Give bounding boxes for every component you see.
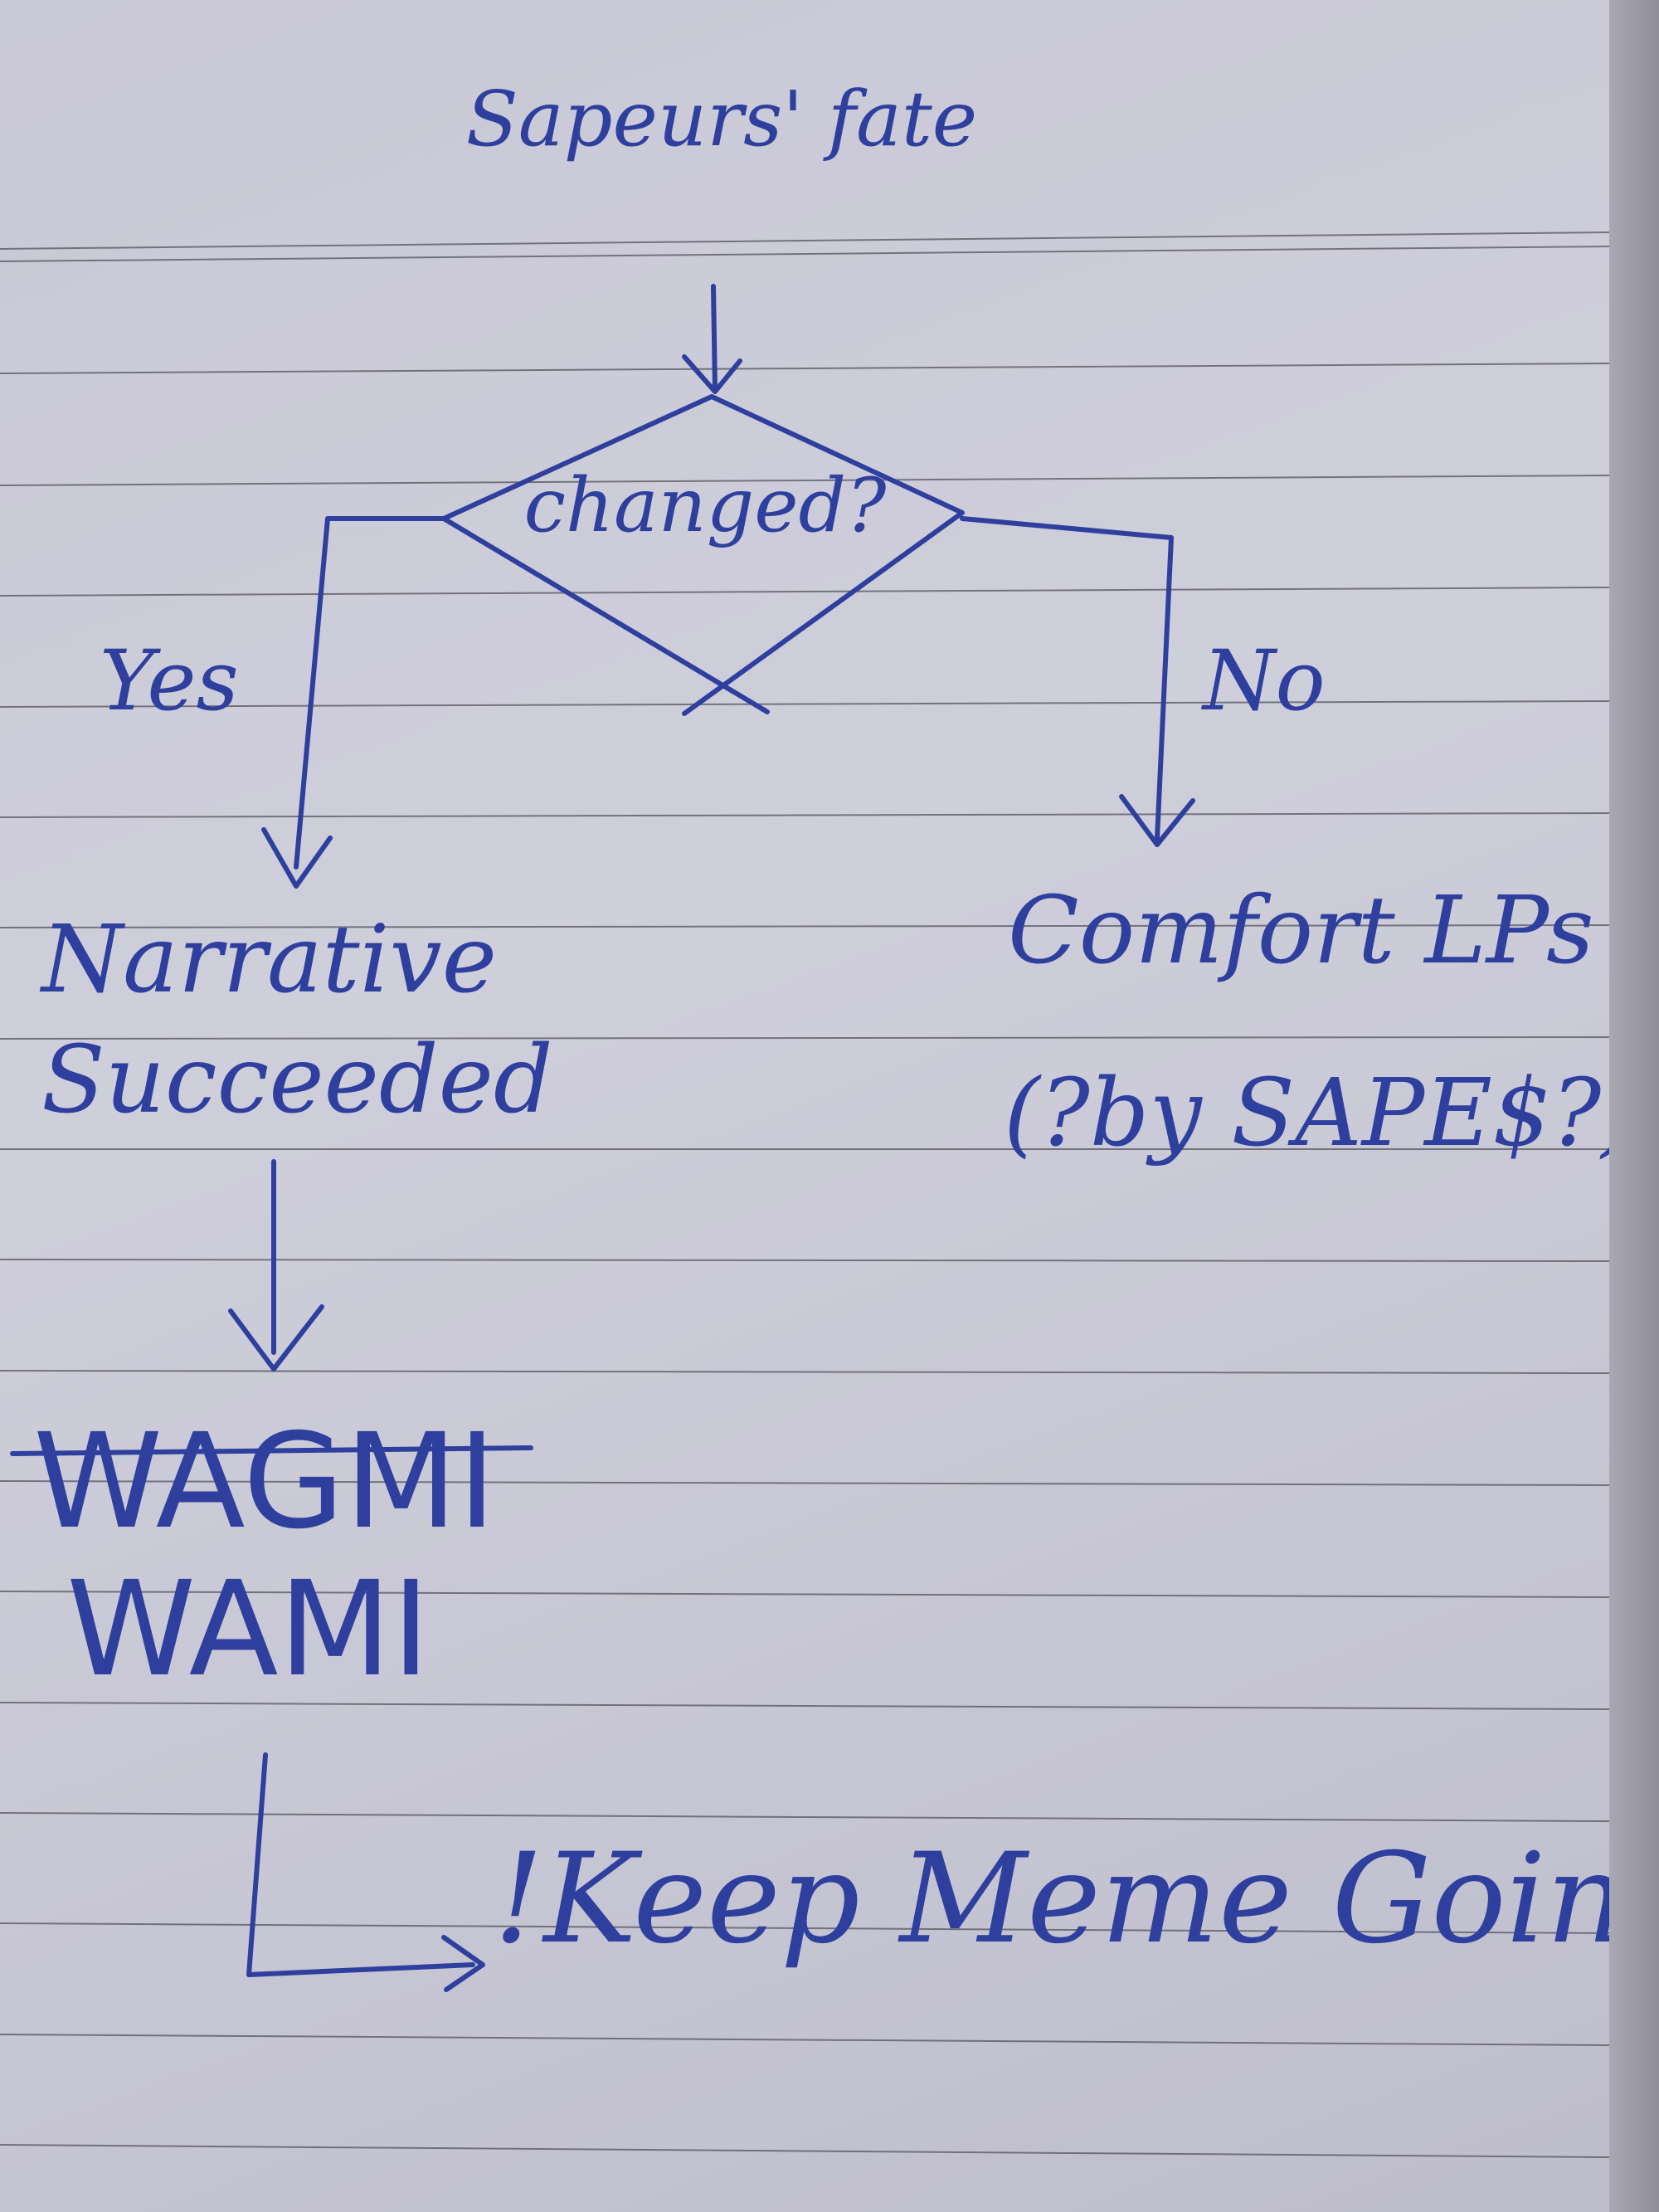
yes-branch-label: Yes bbox=[100, 632, 239, 729]
desk-edge bbox=[1609, 0, 1659, 2212]
arrow-to-final bbox=[246, 1752, 485, 1992]
outcome-label: WAMI bbox=[66, 1553, 431, 1706]
decision-diamond bbox=[441, 394, 965, 716]
struck-outcome: WAGMI bbox=[33, 1406, 496, 1558]
yes-result-line-2: Succeeded bbox=[41, 1026, 553, 1134]
arrow-yes-branch bbox=[261, 516, 446, 889]
strikethrough-line bbox=[10, 1445, 533, 1456]
arrow-to-outcome bbox=[228, 1159, 324, 1372]
yes-result-line-1: Narrative bbox=[39, 906, 497, 1014]
arrow-start-to-decision bbox=[682, 284, 742, 394]
no-result-line-2: (?by SAPE$?) bbox=[1004, 1060, 1637, 1167]
final-label: !Keep Meme Going! bbox=[494, 1827, 1659, 1971]
arrow-no-branch bbox=[960, 516, 1195, 847]
decision-label: changed? bbox=[524, 462, 887, 549]
no-branch-label: No bbox=[1201, 632, 1326, 729]
start-label: Sapeurs' fate bbox=[466, 75, 978, 163]
no-result-line-1: Comfort LPs bbox=[1008, 877, 1594, 985]
